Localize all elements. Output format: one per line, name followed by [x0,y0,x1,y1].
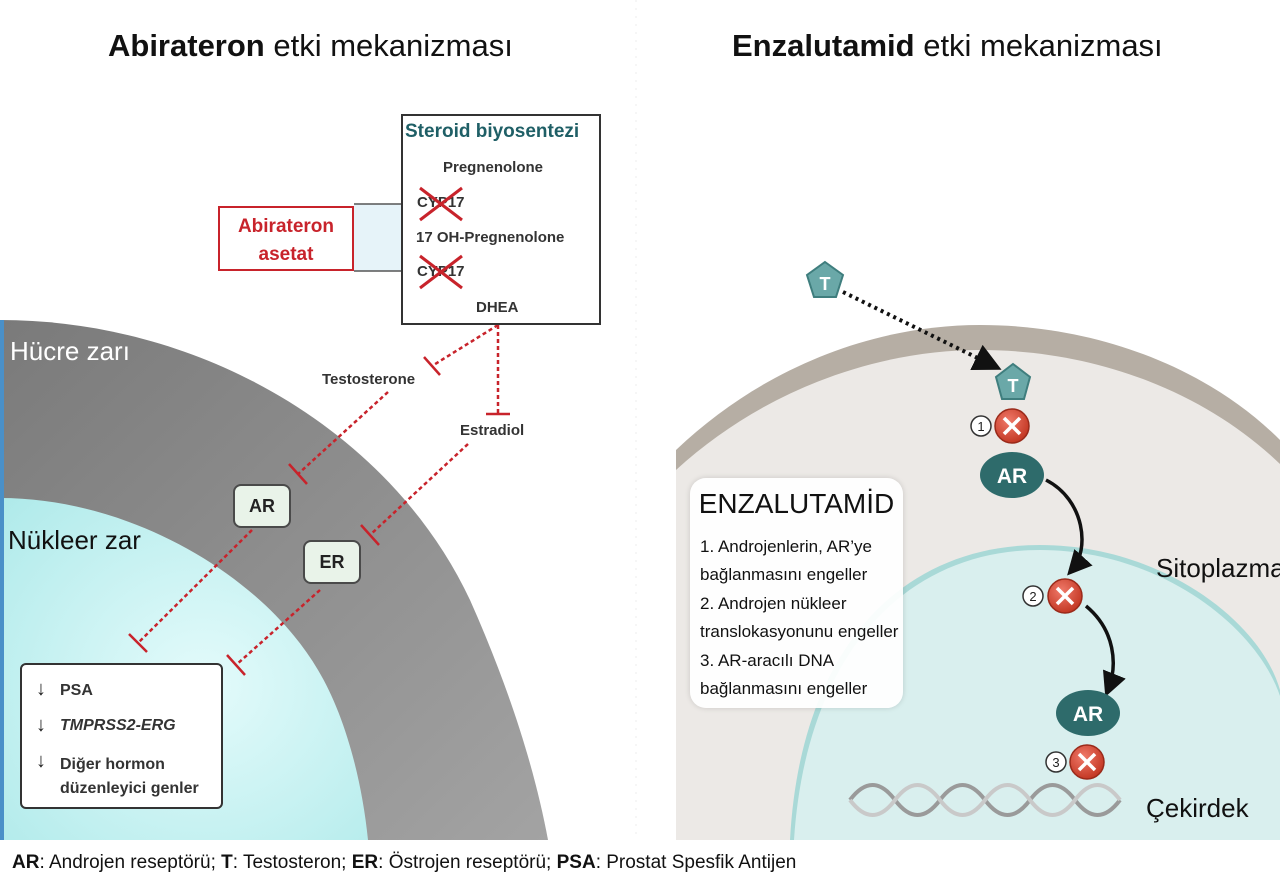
right-cell [676,325,1280,840]
svg-text:T: T [820,274,831,294]
nucleus-area-right [794,550,1280,840]
steroid-biosynthesis-box [401,114,601,325]
translocation-arrow-2 [1084,604,1126,697]
psa-effect-label: PSA [60,682,93,699]
cytoplasm-label: Sitoplazma [1156,553,1280,583]
block-icon-3 [1069,744,1105,780]
cell-membrane-label: Hücre zarı [10,336,130,366]
nucleus-label: Çekirdek [1146,793,1249,823]
abiraterone-title: Abirateron etki mekanizması [108,28,513,63]
ar-receptor-nucleus: AR [1056,690,1120,736]
step-marker-3: 3 [1045,751,1067,773]
svg-text:T: T [1008,376,1019,396]
enz-line-2a: 2. Androjen nükleer [700,594,847,613]
enzalutamide-box-title: ENZALUTAMİD [698,488,895,519]
other-genes-effect-label: Diğer hormon düzenleyici genler [60,756,199,797]
enz-line-3a: 3. AR-aracılı DNA [700,651,835,670]
block-icon-1 [994,408,1030,444]
abiraterone-label: Abirateron asetat [237,216,335,265]
testosterone-molecule-bound: T [994,362,1032,400]
gene-effects-box [20,663,223,809]
nuclear-membrane-label: Nükleer zar [8,525,141,555]
down-arrow-icon: ↓ [36,714,46,736]
estrogen-receptor-box: ER [303,540,361,584]
testosterone-molecule-outside: T [805,260,845,298]
pregnenolone-label: Pregnenolone [443,159,544,176]
enz-line-1b: bağlanmasını engeller [700,565,868,584]
svg-text:AR: AR [997,465,1027,488]
testosterone-entry-arrow [842,290,1002,370]
dna-helix [848,783,1122,817]
estradiol-label: Estradiol [460,422,525,439]
enz-line-2b: translokasyonunu engeller [700,622,899,641]
abbreviation-legend: AR: Androjen reseptörü; T: Testosteron; … [12,852,797,873]
svg-text:2: 2 [1029,589,1036,604]
translocation-arrow-1 [1045,478,1093,576]
block-icon-2 [1047,578,1083,614]
down-arrow-icon: ↓ [36,678,46,700]
abiraterone-box [218,206,354,271]
ar-receptor-cytoplasm: AR [980,452,1044,498]
cyp17-cross-overlay [419,186,463,290]
down-arrow-icon: ↓ [36,750,46,772]
steroid-box-title: Steroid biyosentezi [405,121,580,142]
step-marker-2: 2 [1022,585,1044,607]
dhea-label: DHEA [476,299,519,316]
step-marker-1: 1 [970,415,992,437]
enzalutamide-title: Enzalutamid etki mekanizması [732,28,1163,63]
svg-text:1: 1 [977,419,984,434]
enz-line-3b: bağlanmasını engeller [700,679,868,698]
androgen-receptor-box: AR [233,484,291,528]
testosterone-label: Testosterone [322,371,416,388]
enz-line-1a: 1. Androjenlerin, AR’ye [700,537,872,556]
oh-pregnenolone-label: 17 OH-Pregnenolone [416,229,565,246]
abiraterone-connector [354,203,404,272]
svg-text:3: 3 [1052,755,1059,770]
tmprss-effect-label: TMPRSS2-ERG [60,717,176,734]
svg-text:AR: AR [1073,703,1103,726]
enzalutamide-info-box [690,478,903,708]
